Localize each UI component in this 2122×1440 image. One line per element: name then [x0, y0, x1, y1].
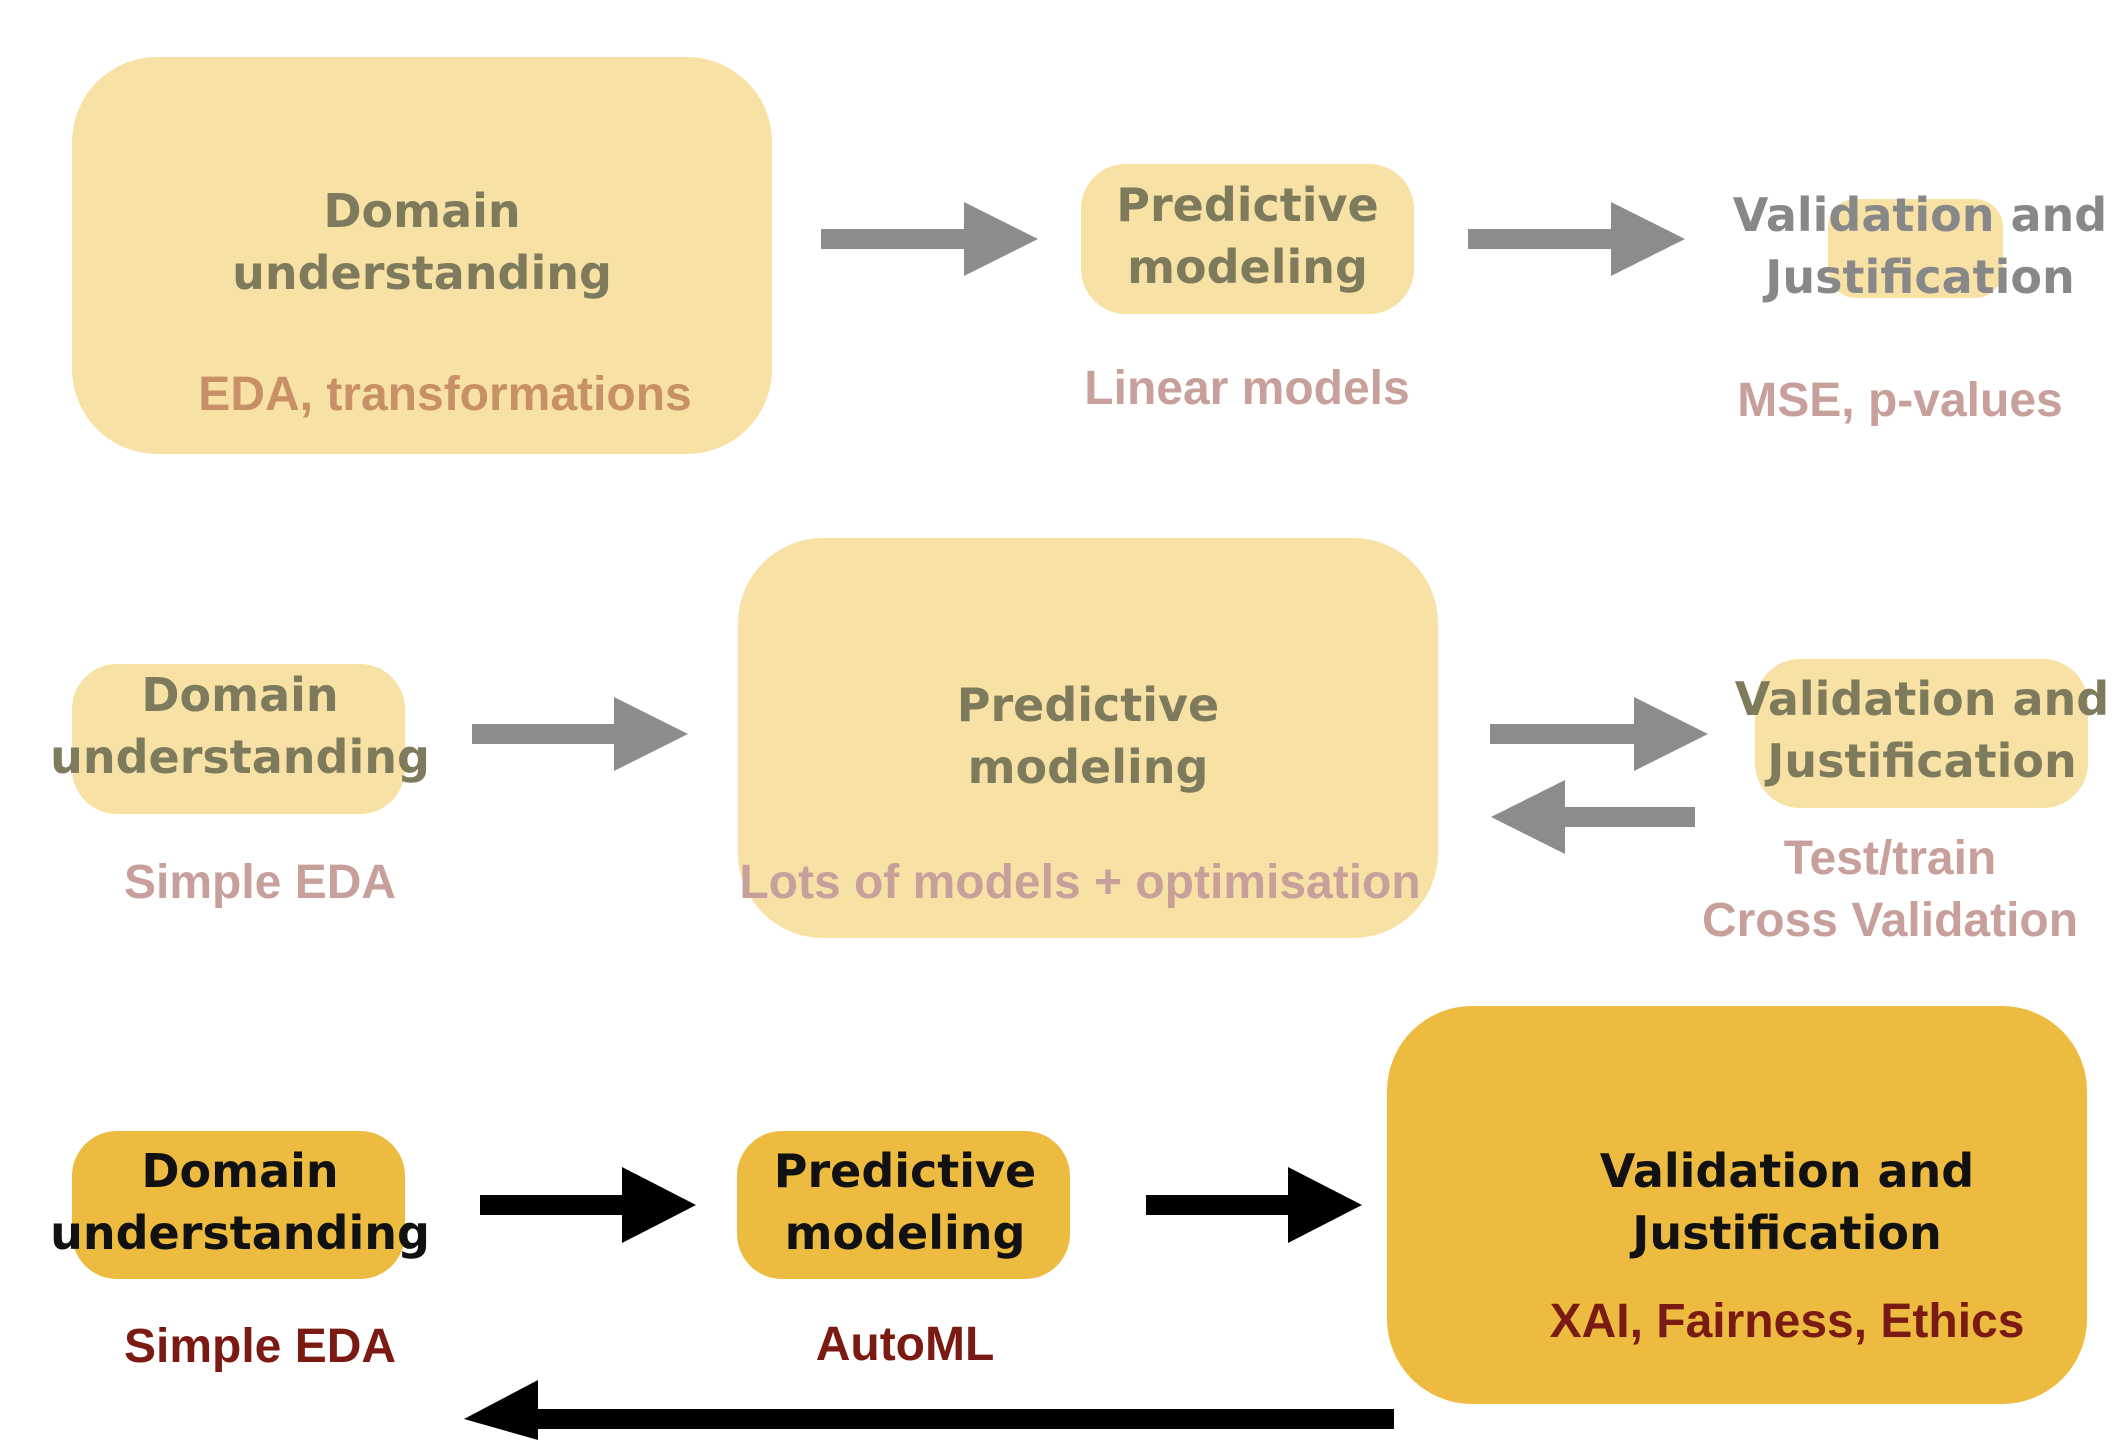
row1-predictive-box: [1081, 164, 1414, 314]
row3-validation-note: XAI, Fairness, Ethics: [1549, 1295, 2025, 1348]
row1-predictive-title-line2: modeling: [1127, 240, 1368, 294]
row1-domain-note: EDA, transformations: [198, 368, 692, 421]
row2-predictive-note: Lots of models + optimisation: [739, 856, 1421, 909]
row2-arrow-1: [472, 697, 688, 771]
row1-arrow-1: [821, 202, 1038, 276]
row3-arrow-back: [464, 1380, 1394, 1440]
row1-arrow-2: [1468, 202, 1685, 276]
row3-domain-title-line2: understanding: [50, 1206, 430, 1260]
row1-validation-note: MSE, p-values: [1737, 374, 2063, 427]
row1-validation-box: [1828, 199, 2003, 298]
row3-arrow-2: [1146, 1167, 1362, 1243]
row3-domain-box: [72, 1131, 405, 1279]
row2-validation-title-line1: Validation and: [1734, 672, 2110, 726]
row3-predictive-note: AutoML: [815, 1318, 995, 1371]
row2-domain-note: Simple EDA: [123, 856, 397, 909]
row2-domain-title-line1: Domain: [141, 668, 339, 722]
row3-validation-box: [1387, 1006, 2087, 1404]
row2-domain-title-line2: understanding: [50, 730, 430, 784]
row1-validation-title-line1: Validation and: [1732, 188, 2108, 242]
row2-arrow-right: [1490, 697, 1708, 771]
row2-validation-note-line1: Test/train: [1783, 832, 1997, 885]
row3-domain-title-line1: Domain: [141, 1144, 339, 1198]
row3-domain-note: Simple EDA: [123, 1320, 397, 1373]
row3-predictive-box: [737, 1131, 1070, 1279]
row1-predictive-title-line1: Predictive: [1116, 178, 1379, 232]
row2-validation-title-line2: Justification: [1767, 734, 2077, 788]
row2-domain-box: [72, 664, 405, 814]
row1-domain-box: [72, 57, 772, 454]
row1-domain-title-line2: understanding: [232, 246, 612, 300]
row2-predictive-title-line1: Predictive: [956, 678, 1220, 732]
row2-predictive-box: [738, 538, 1438, 938]
row1-predictive-note: Linear models: [1084, 362, 1410, 415]
row2-validation-note-line2: Cross Validation: [1701, 894, 2079, 947]
row3-arrow-1: [480, 1167, 696, 1243]
row3-predictive-title-line1: Predictive: [773, 1144, 1037, 1198]
row1-domain-title-line1: Domain: [323, 184, 521, 238]
row1-validation-title-line2: Justification: [1765, 250, 2075, 304]
row3-validation-title-line1: Validation and: [1599, 1144, 1975, 1198]
row2-predictive-title-line2: modeling: [967, 740, 1209, 794]
row2-arrow-left: [1491, 780, 1695, 854]
row3-validation-title-line2: Justification: [1632, 1206, 1942, 1260]
row2-validation-box: [1755, 659, 2088, 808]
row3-predictive-title-line2: modeling: [784, 1206, 1026, 1260]
